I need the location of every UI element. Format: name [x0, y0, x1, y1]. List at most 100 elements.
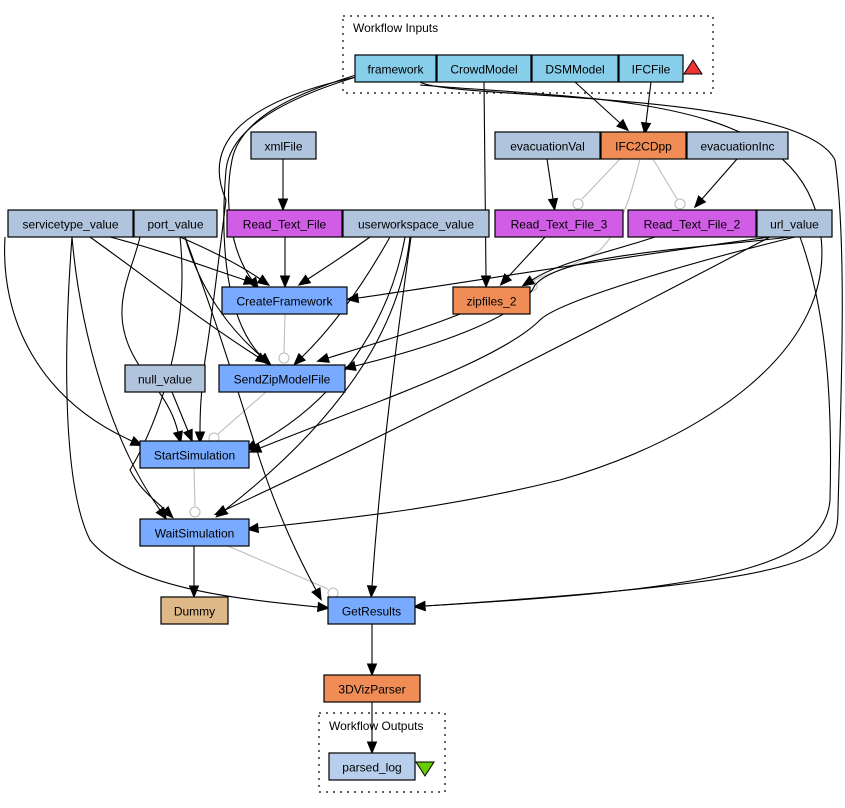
- edge-line: [259, 236, 796, 449]
- node-read-text-file[interactable]: Read_Text_File: [226, 209, 343, 238]
- edge-getresults-to-3dvizparser: [366, 624, 378, 677]
- node-servicetype-value[interactable]: servicetype_value: [7, 209, 134, 238]
- arrowhead-icon: [412, 600, 426, 612]
- node-label: IFCFile: [632, 63, 671, 77]
- node-userworkspace-value[interactable]: userworkspace_value: [342, 209, 490, 238]
- edge-line: [171, 391, 189, 432]
- node-label: zipfiles_2: [466, 295, 516, 309]
- node-box: [218, 364, 346, 393]
- arrowhead-icon: [499, 273, 513, 287]
- node-box: [327, 596, 416, 625]
- arrowhead-icon: [182, 428, 193, 443]
- edge-line: [109, 236, 246, 281]
- node-ifc2cdpp[interactable]: IFC2CDpp: [600, 131, 687, 160]
- node-parsed-log[interactable]: parsed_log: [328, 752, 416, 781]
- edge-line: [354, 236, 791, 367]
- control-dot-icon: [278, 352, 290, 364]
- node-framework[interactable]: framework: [354, 54, 437, 83]
- arrowhead-icon: [366, 585, 378, 599]
- node-box: [139, 518, 250, 547]
- node-url-value[interactable]: url_value: [756, 209, 833, 238]
- control-link-sendzipmodelfile-to-startsimulation: [208, 391, 267, 444]
- node-box: [600, 131, 687, 160]
- edge-line: [71, 236, 161, 511]
- cluster-label: Workflow Outputs: [329, 719, 423, 733]
- node-label: servicetype_value: [22, 218, 118, 232]
- arrowhead-icon: [247, 276, 260, 291]
- edge-line: [224, 236, 771, 511]
- arrowhead-icon: [256, 274, 271, 286]
- node-label: xmlFile: [265, 140, 303, 154]
- node-box: [342, 209, 490, 238]
- edge-line: [66, 236, 319, 608]
- edge-framework-to-waitsimulation: [245, 84, 823, 534]
- node-ifcfile[interactable]: IFCFile: [618, 54, 684, 83]
- edge-line: [89, 236, 259, 358]
- edge-port-value-to-startsimulation: [121, 236, 183, 444]
- node-box: [328, 752, 416, 781]
- node-label: 3DVizParser: [338, 683, 405, 697]
- edge-line: [483, 81, 487, 277]
- edge-line: [327, 313, 461, 359]
- node-label: url_value: [770, 218, 819, 232]
- node-evacuationval[interactable]: evacuationVal: [494, 131, 601, 160]
- edge-xmlfile-to-read-text-file: [277, 159, 289, 212]
- node-dummy[interactable]: Dummy: [160, 596, 229, 625]
- edge-line: [257, 84, 823, 529]
- node-createframework[interactable]: CreateFramework: [221, 286, 348, 315]
- node-label: null_value: [138, 373, 192, 387]
- edge-line: [129, 236, 183, 511]
- control-line: [283, 313, 286, 354]
- node-sendzipmodelfile[interactable]: SendZipModelFile: [218, 364, 346, 393]
- node-waitsimulation[interactable]: WaitSimulation: [139, 518, 250, 547]
- arrowhead-icon: [160, 505, 174, 519]
- edge-read-text-file-3-to-zipfiles-2: [499, 236, 546, 287]
- edge-crowdmodel-to-zipfiles-2: [480, 81, 492, 289]
- node-crowdmodel[interactable]: CrowdModel: [436, 54, 532, 83]
- node-null-value[interactable]: null_value: [124, 364, 206, 393]
- arrowhead-icon: [277, 198, 289, 212]
- node-box: [323, 674, 421, 703]
- edge-framework-to-createframework: [228, 74, 357, 291]
- edge-line: [531, 236, 656, 281]
- edge-line: [121, 236, 179, 433]
- node-dsmmodel[interactable]: DSMModel: [531, 54, 619, 83]
- edge-line: [371, 236, 412, 587]
- node-box: [160, 596, 229, 625]
- node-startsimulation[interactable]: StartSimulation: [139, 440, 250, 469]
- node-port-value[interactable]: port_value: [133, 209, 218, 238]
- arrowhead-icon: [129, 436, 144, 447]
- node-label: parsed_log: [342, 761, 401, 775]
- edge-zipfiles-2-to-sendzipmodelfile: [316, 313, 461, 363]
- control-dot-icon: [572, 198, 584, 210]
- node-label: SendZipModelFile: [234, 373, 331, 387]
- arrowhead-icon: [297, 274, 312, 286]
- node-zipfiles-2[interactable]: zipfiles_2: [452, 286, 531, 315]
- node-box: [756, 209, 833, 238]
- node-getresults[interactable]: GetResults: [327, 596, 416, 625]
- arrowhead-icon: [311, 587, 322, 601]
- edge-url-value-to-waitsimulation: [213, 236, 771, 516]
- edge-null-value-to-startsimulation: [171, 391, 193, 443]
- edge-dsmmodel-to-ifc2cdpp: [574, 81, 630, 132]
- edge-line: [507, 236, 546, 278]
- node-label: Read_Text_File_2: [644, 218, 741, 232]
- node-3dvizparser[interactable]: 3DVizParser: [323, 674, 421, 703]
- output-port-triangle-icon: [415, 761, 435, 777]
- edge-servicetype-value-to-getresults: [66, 236, 331, 613]
- arrowhead-icon: [293, 352, 307, 366]
- node-label: GetResults: [342, 605, 401, 619]
- arrowhead-icon: [172, 430, 183, 444]
- edge-servicetype-value-to-startsimulation: [4, 236, 144, 447]
- edge-3dvizparser-to-parsed-log: [366, 702, 378, 755]
- node-read-text-file-2[interactable]: Read_Text_File_2: [627, 209, 757, 238]
- control-line: [652, 158, 678, 200]
- node-read-text-file-3[interactable]: Read_Text_File_3: [494, 209, 624, 238]
- node-xmlfile[interactable]: xmlFile: [250, 131, 317, 160]
- arrowhead-icon: [480, 275, 492, 289]
- node-evacuationinc[interactable]: evacuationInc: [686, 131, 789, 160]
- node-label: Read_Text_File: [243, 218, 327, 232]
- node-box: [452, 286, 531, 315]
- edge-line: [224, 236, 411, 511]
- arrowhead-icon: [245, 522, 260, 534]
